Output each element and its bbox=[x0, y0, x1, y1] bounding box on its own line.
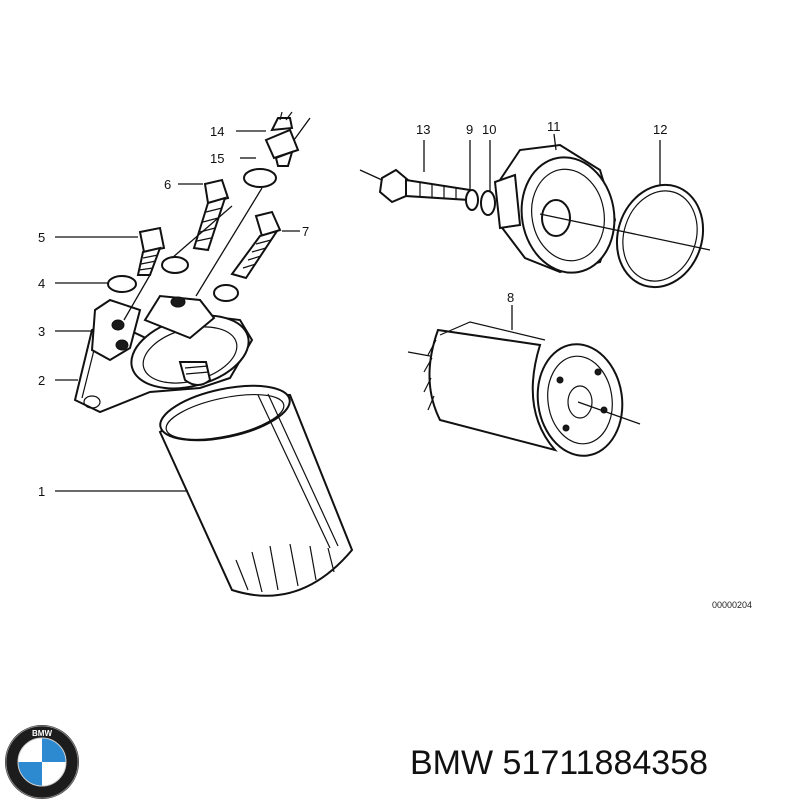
filter-head-flange-part bbox=[73, 294, 254, 414]
filter-cover-part bbox=[493, 143, 617, 274]
bolt-6-part bbox=[192, 178, 230, 252]
washer-10-part bbox=[480, 190, 496, 216]
callout-9: 9 bbox=[466, 122, 473, 137]
washer-7-part bbox=[213, 284, 239, 302]
bmw-logo-icon: BMW bbox=[5, 725, 79, 799]
left-leader-lines bbox=[55, 117, 311, 492]
callout-1: 1 bbox=[38, 484, 45, 499]
hollow-bolt-13-part bbox=[359, 168, 471, 204]
washer-6-part bbox=[161, 256, 189, 274]
callout-5: 5 bbox=[38, 230, 45, 245]
logo-lettering: BMW bbox=[32, 729, 52, 738]
bolt-5-part bbox=[136, 226, 166, 276]
right-leader-lines bbox=[423, 133, 661, 330]
callout-3: 3 bbox=[38, 324, 45, 339]
callout-15: 15 bbox=[210, 151, 224, 166]
oil-filter-part bbox=[158, 384, 354, 597]
o-ring-12-part bbox=[615, 183, 705, 289]
callout-12: 12 bbox=[653, 122, 667, 137]
callout-2: 2 bbox=[38, 373, 45, 388]
callout-10: 10 bbox=[482, 122, 496, 137]
callout-6: 6 bbox=[164, 177, 171, 192]
spin-on-filter-8-part bbox=[407, 321, 641, 457]
washer-9-part bbox=[465, 189, 479, 211]
callout-13: 13 bbox=[416, 122, 430, 137]
callout-4: 4 bbox=[38, 276, 45, 291]
pressure-sensor-part bbox=[264, 111, 300, 167]
diagram-reference-code: 00000204 bbox=[712, 600, 752, 610]
part-caption: BMW 51711884358 bbox=[410, 744, 709, 782]
callout-14: 14 bbox=[210, 124, 224, 139]
seal-ring-15-part bbox=[243, 168, 277, 188]
callout-11: 11 bbox=[547, 119, 561, 134]
bolt-7-part bbox=[230, 210, 282, 280]
washer-4-part bbox=[107, 275, 137, 293]
callout-7: 7 bbox=[302, 224, 309, 239]
right-axis-line bbox=[539, 213, 711, 251]
callout-8: 8 bbox=[507, 290, 514, 305]
callout-labels: 1 2 3 4 5 6 7 8 9 10 11 12 13 14 15 bbox=[38, 119, 667, 499]
